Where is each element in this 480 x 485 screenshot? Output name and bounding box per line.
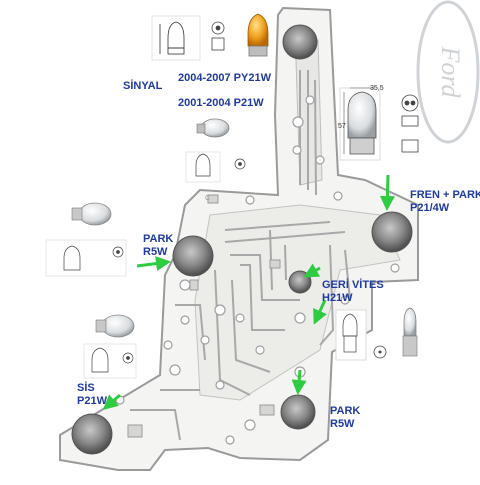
label-sinyal: SİNYAL	[123, 80, 163, 92]
park-tech-drawing	[45, 239, 127, 277]
h21w-bulb-icon	[335, 307, 418, 361]
sinyal-socket-drawing	[211, 21, 225, 51]
bulb-holder-board: C	[59, 6, 419, 471]
dim-side-label: 57	[338, 123, 346, 130]
socket-fren-park	[371, 211, 413, 253]
label-sis-bulb: P21W	[77, 395, 107, 407]
label-park-left-bulb: R5W	[143, 246, 168, 258]
arrow-geri-2	[313, 299, 327, 325]
label-park-bottom-title: PARK	[330, 405, 361, 417]
dual-filament-bulb-icon: 35,5 57	[338, 85, 384, 161]
sinyal-bulb-drawing	[151, 15, 201, 61]
small-wedge-bulb-icon	[71, 202, 112, 226]
socket-sinyal	[282, 24, 318, 60]
arrow-park-left	[136, 256, 171, 271]
arrow-fren	[379, 174, 395, 211]
sis-tech-drawing	[83, 343, 137, 379]
fren-socket-drawing	[401, 94, 419, 153]
label-fren-park-bulb: P21/4W	[410, 202, 450, 214]
label-sis-title: SİS	[77, 382, 95, 394]
svg-text:C: C	[205, 195, 210, 202]
arrow-geri	[303, 263, 321, 278]
ford-logo-text: Ford	[436, 45, 465, 98]
dim-top-label: 35,5	[370, 85, 384, 92]
white-bulb-small-icon	[196, 118, 230, 138]
label-sinyal-py21w: 2004-2007 PY21W	[178, 72, 271, 84]
sinyal-tech-drawing	[185, 151, 246, 183]
label-geri-vites-bulb: H21W	[322, 292, 353, 304]
orange-bulb-icon	[247, 13, 269, 57]
socket-park-left	[172, 235, 214, 277]
label-geri-vites-title: GERİ VİTES	[322, 279, 384, 291]
label-park-left-title: PARK	[143, 233, 174, 245]
arrow-sis	[102, 393, 121, 410]
socket-sis	[71, 413, 113, 455]
p21w-bulb-icon	[95, 314, 135, 338]
ford-logo: Ford	[416, 0, 480, 144]
label-sinyal-p21w: 2001-2004 P21W	[178, 97, 264, 109]
arrow-park-bottom	[291, 369, 307, 395]
label-park-bottom-bulb: R5W	[330, 418, 355, 430]
socket-park-bottom	[280, 394, 316, 430]
label-fren-park-title: FREN + PARK	[410, 189, 480, 201]
arrows	[102, 174, 395, 410]
